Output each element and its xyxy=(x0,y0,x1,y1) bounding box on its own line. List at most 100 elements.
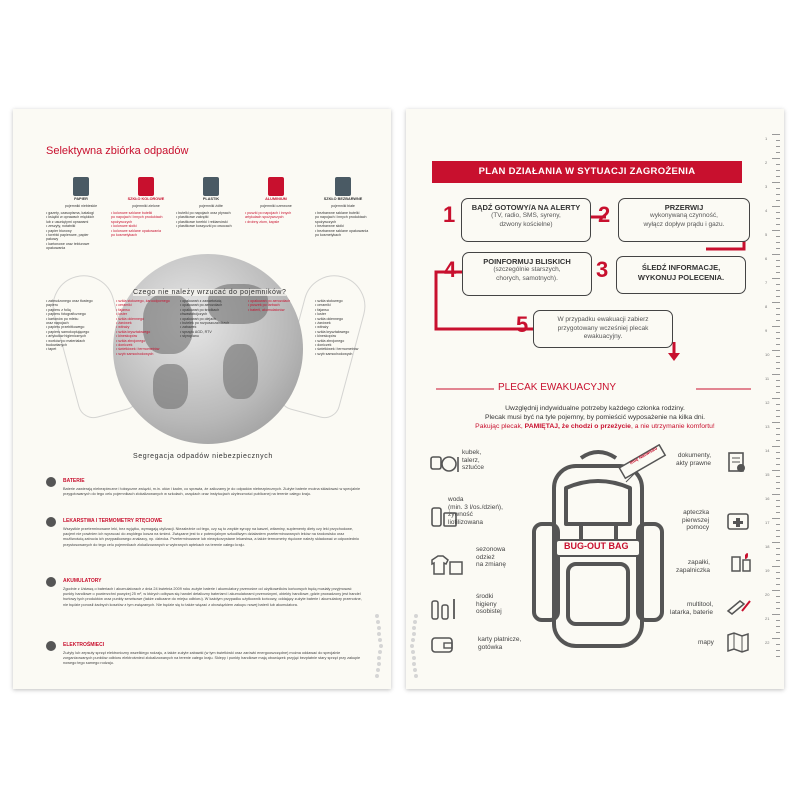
list-item: • torebki papierowe, papier xyxy=(46,233,89,238)
list-item: • świetlówek i termometrów xyxy=(315,347,359,352)
step-5-box: W przypadku ewakuacji zabierz przygotowa… xyxy=(533,310,673,348)
bag-title: PLECAK EWAKUACYJNY xyxy=(498,382,616,393)
step-desc: wyłącz dopływ prądu i gazu. xyxy=(643,220,725,228)
ruler-subtick xyxy=(776,536,780,537)
bin-sub: pojemniki białe xyxy=(331,204,355,208)
ruler-number: 9 xyxy=(765,328,768,333)
bin-label: PAPIER xyxy=(74,197,88,201)
list-item: spożywczych xyxy=(111,219,133,224)
step-number: 2 xyxy=(598,202,611,227)
binding-hole xyxy=(414,674,418,678)
list-item: • kolorowe szklane opakowania xyxy=(111,228,162,233)
ruler-subtick xyxy=(776,434,780,435)
not-allowed-question: Czego nie należy wrzucać do pojemników? xyxy=(133,289,287,296)
list-item: • kolorowe szklane butelki xyxy=(111,211,153,215)
list-item: • gazety, czasopisma, katalogi xyxy=(46,211,94,215)
bin-label: SZKŁO KOLOROWE xyxy=(127,197,165,201)
item-wallet: karty płatnicze,gotówka xyxy=(478,636,522,651)
list-item: spożywczych xyxy=(315,219,337,224)
bin-allowed-list: • butelki po napojach oraz płynach• plas… xyxy=(176,211,232,229)
ruler-tick xyxy=(772,542,780,543)
step-desc: chorych, samotnych). xyxy=(496,274,558,282)
ruler-subtick xyxy=(776,572,780,573)
ruler-subtick xyxy=(776,428,780,429)
ruler-subtick xyxy=(776,632,780,633)
list-item: pakowy xyxy=(46,237,59,242)
ruler-subtick xyxy=(776,248,780,249)
ruler-tick xyxy=(772,470,780,471)
ruler-subtick xyxy=(776,152,780,153)
ruler-subtick xyxy=(776,188,780,189)
section-title: ELEKTROŚMIECI xyxy=(63,642,105,648)
ruler-number: 10 xyxy=(765,352,770,357)
list-item: • luster xyxy=(116,312,128,317)
list-item: • opakowań po aerozolach xyxy=(180,303,223,308)
list-item: • fajansu xyxy=(315,307,329,312)
binding-hole xyxy=(375,614,379,618)
list-item: • szkła okiennego xyxy=(315,316,344,321)
ruler-subtick xyxy=(776,602,780,603)
documents-icon xyxy=(726,451,746,472)
ruler-tick xyxy=(772,398,780,399)
ruler-subtick xyxy=(776,452,780,453)
binding-hole xyxy=(375,668,380,672)
ruler-number: 7 xyxy=(765,280,768,285)
list-item: • szyb samochodowych xyxy=(116,351,154,356)
binding-hole xyxy=(376,626,381,630)
ruler-subtick xyxy=(776,290,780,291)
binding-hole xyxy=(412,626,417,630)
ruler-subtick xyxy=(776,530,780,531)
bin-forbidden-list: • szkła stołowego• ceramiki• fajansu• lu… xyxy=(315,299,358,356)
ruler-subtick xyxy=(776,404,780,405)
step-desc: (TV, radio, SMS, syreny, xyxy=(491,212,561,219)
step-2-box: PRZERWIJ wykonywaną czynność, wyłącz dop… xyxy=(618,198,750,242)
list-item: • papier biurowy xyxy=(46,228,72,233)
ruler-subtick xyxy=(776,584,780,585)
list-item: • ceramiki xyxy=(116,303,132,308)
clothes-icon xyxy=(430,554,463,575)
step-desc: przygotowany wcześniej plecak xyxy=(557,324,649,332)
binding-hole xyxy=(413,668,418,672)
list-item: • opakowań po aerozolach xyxy=(248,299,291,303)
binding-hole xyxy=(378,638,383,642)
ruler-subtick xyxy=(776,488,780,489)
ruler-subtick xyxy=(776,506,780,507)
section-title: BATERIE xyxy=(63,478,85,484)
bin-forbidden-list: • szkła stołowego, żaroodpornego• cerami… xyxy=(116,299,170,356)
ruler-subtick xyxy=(776,284,780,285)
step-number: 1 xyxy=(443,202,456,227)
step-number: 3 xyxy=(596,257,609,282)
binding-hole xyxy=(411,632,416,636)
list-item: • książki w oprawach miękkich xyxy=(46,215,95,220)
bin-label: PLASTIK xyxy=(202,197,220,201)
ruler-subtick xyxy=(776,194,780,195)
list-item: • doniczek xyxy=(315,343,332,348)
bin-sub: pojemniki zielone xyxy=(132,204,160,208)
ruler-tick xyxy=(772,518,780,519)
list-item: • zabawek xyxy=(180,325,197,330)
step-desc: W przypadku ewakuacji zabierz xyxy=(557,316,649,323)
intro-part: , a nie utrzymanie komfortu! xyxy=(630,423,715,430)
bin-sub: pojemniki niebieskie xyxy=(64,204,98,208)
binding-hole xyxy=(375,674,379,678)
list-item: • kineskopów xyxy=(315,334,337,339)
list-item: • papieru przebitkowego xyxy=(46,325,85,330)
ruler-number: 6 xyxy=(765,256,768,261)
step-head: PRZERWIJ xyxy=(664,203,704,212)
step-head: ŚLEDŹ INFORMACJE, xyxy=(641,263,721,272)
ruler-subtick xyxy=(776,338,780,339)
ruler-tick xyxy=(772,446,780,447)
binding-hole xyxy=(376,662,381,666)
list-item: po napojach i innych produktach xyxy=(111,215,163,220)
list-item: papieru xyxy=(46,303,58,308)
item-documents: dokumenty,akty prawne xyxy=(676,452,712,467)
ruler-tick xyxy=(772,566,780,567)
bag-intro-line: Plecak musi być na tyle pojemny, by pomi… xyxy=(484,414,706,421)
step-desc: (szczególnie starszych, xyxy=(493,266,561,273)
accumulator-icon xyxy=(46,577,56,587)
list-item: • puszki po napojach i innych xyxy=(245,211,292,215)
ruler-subtick xyxy=(776,236,780,237)
ruler-tick xyxy=(772,374,780,375)
